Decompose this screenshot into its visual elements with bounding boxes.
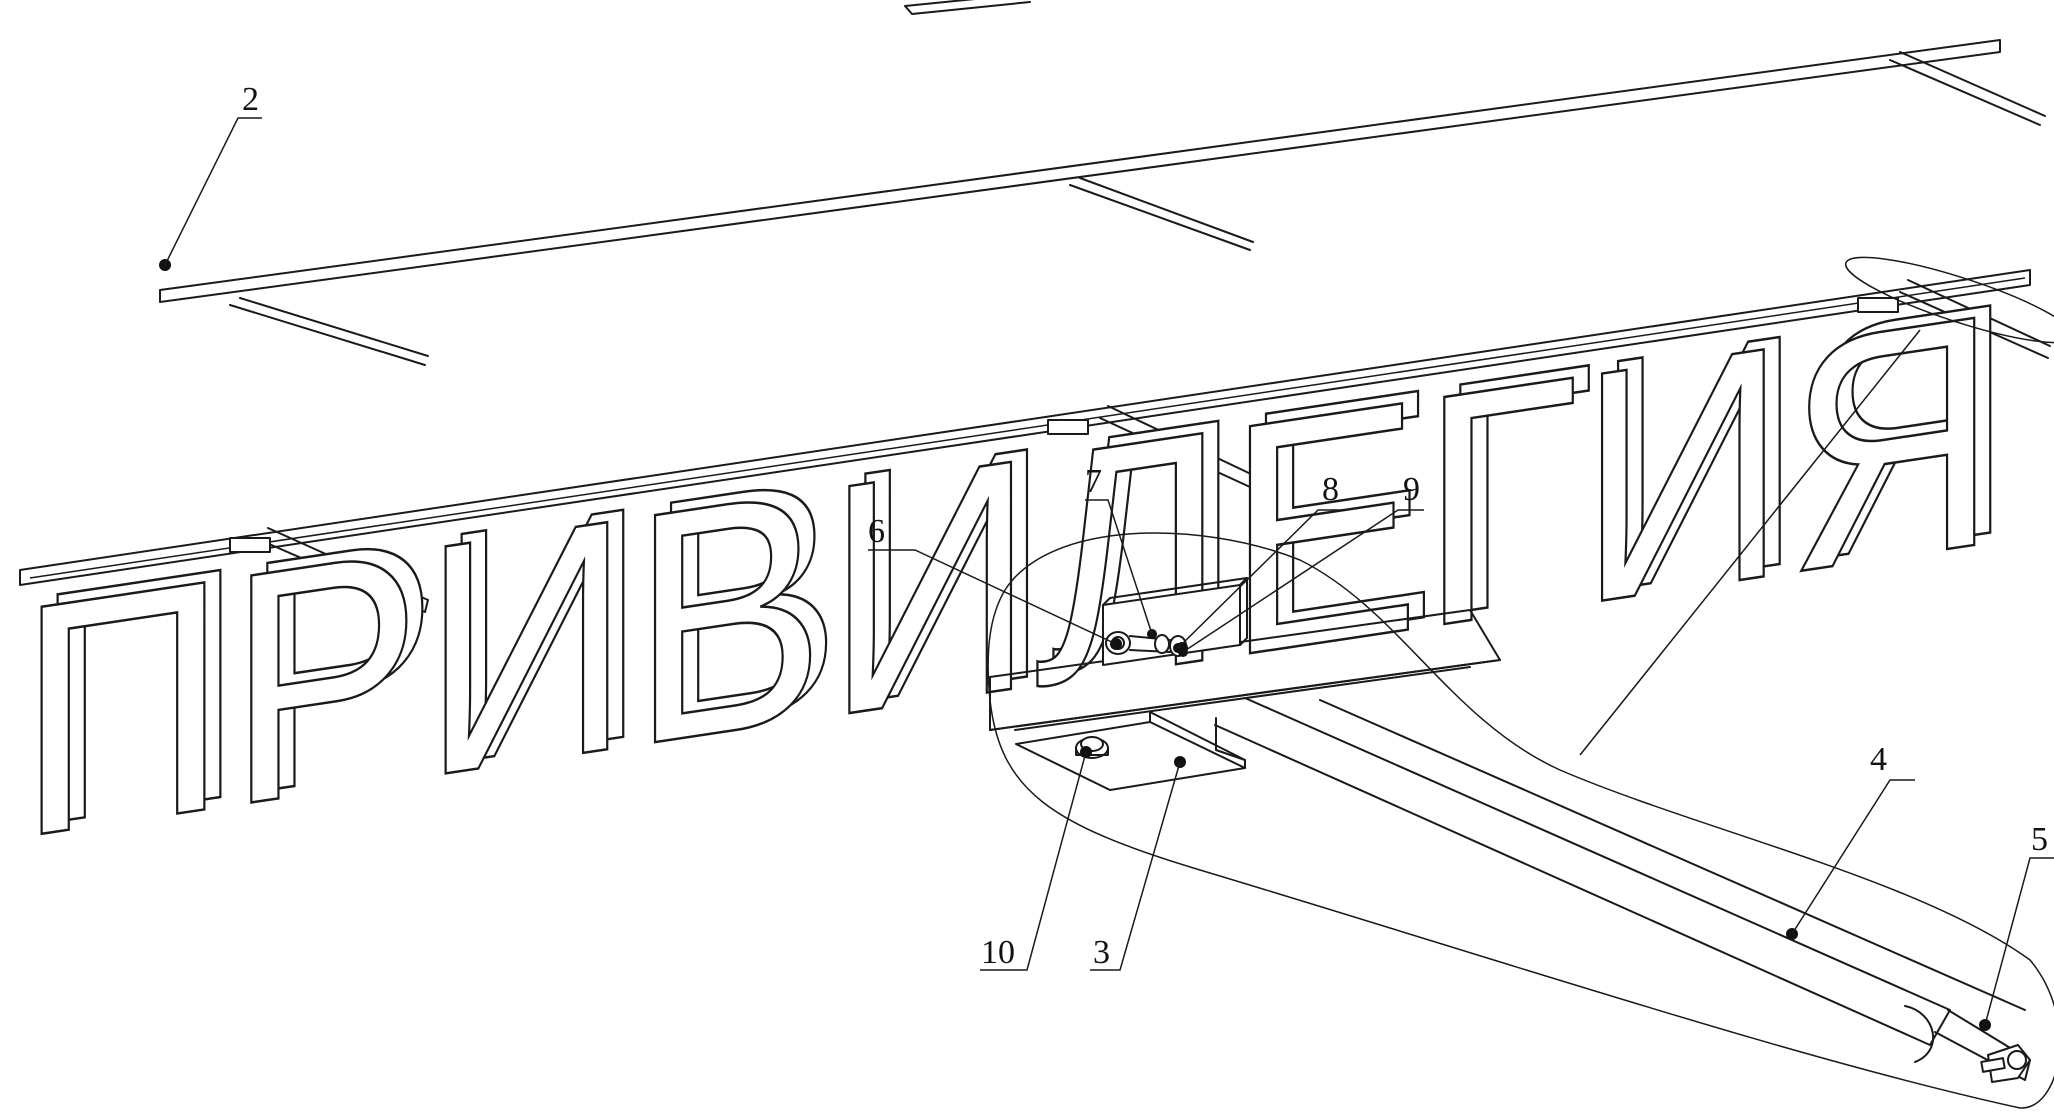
detail-rail	[989, 609, 1501, 731]
callout-7: 7	[1085, 463, 1157, 639]
top-fragment	[904, 0, 1031, 15]
detail-leader	[1579, 256, 2054, 756]
svg-text:2: 2	[242, 81, 259, 118]
callout-4: 4	[1786, 741, 1915, 940]
callout-5: 5	[1979, 821, 2054, 1031]
svg-text:8: 8	[1322, 471, 1339, 508]
sign-letters: ПРИВИЛЕГИЯ ПРИВИЛЕГИЯ	[17, 230, 2015, 909]
svg-text:3: 3	[1093, 934, 1110, 971]
callout-9: 9	[1178, 471, 1424, 657]
detail-outline	[987, 532, 2054, 1109]
support-bracket-tube	[1214, 697, 2031, 1081]
callout-2: 2	[159, 81, 262, 271]
detail-plate-upright	[1102, 577, 1248, 666]
callout-8: 8	[1173, 471, 1345, 653]
sign-frame-rail	[19, 39, 2031, 586]
svg-text:6: 6	[868, 513, 885, 550]
svg-text:10: 10	[981, 934, 1015, 971]
svg-text:9: 9	[1403, 471, 1420, 508]
anchor-end	[1980, 1044, 2031, 1083]
callout-6: 6	[868, 513, 1122, 650]
sign-letters-front: ПРИВИЛЕГИЯ	[18, 244, 1998, 908]
svg-text:4: 4	[1870, 741, 1887, 778]
svg-text:7: 7	[1085, 463, 1102, 500]
callout-10: 10	[980, 746, 1092, 971]
rear-support-rods	[229, 51, 2051, 613]
callout-3: 3	[1090, 756, 1186, 971]
svg-text:5: 5	[2031, 821, 2048, 858]
